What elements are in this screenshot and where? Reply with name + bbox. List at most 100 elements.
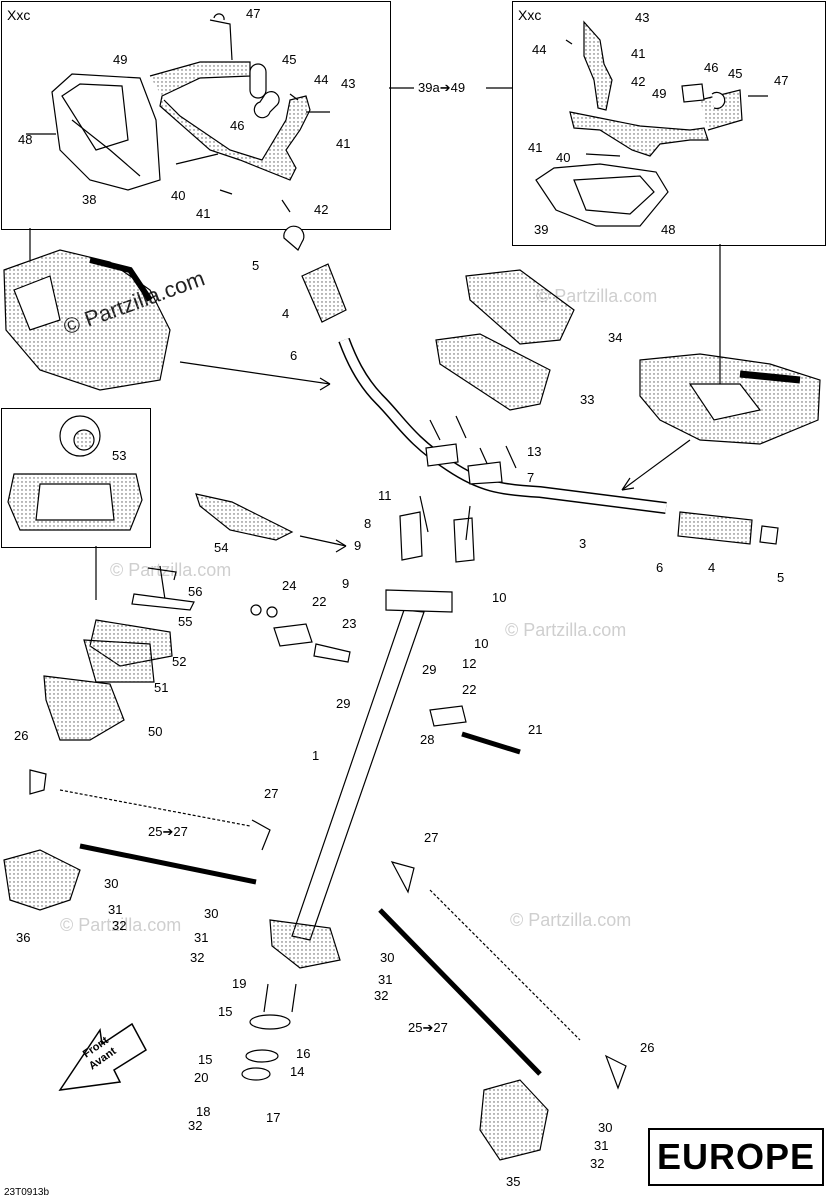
callout: 42 (314, 202, 329, 217)
callout: 32 (374, 988, 389, 1003)
callout: 6 (290, 348, 298, 363)
callout: 45 (282, 52, 297, 67)
callout: 7 (527, 470, 535, 485)
callout: 6 (656, 560, 664, 575)
callout: 32 (190, 950, 205, 965)
left-handguard-assembly (26, 13, 330, 213)
callout: 30 (204, 906, 219, 921)
handguard-perspective-right (639, 353, 821, 445)
callout: 32 (188, 1118, 203, 1133)
callout: 31 (594, 1138, 609, 1153)
callout: 48 (661, 222, 676, 237)
inset-right-title: Xxc (518, 7, 542, 23)
callout: 36 (16, 930, 31, 945)
callout: 51 (154, 680, 169, 695)
callout: 14 (290, 1064, 305, 1079)
callout: 30 (598, 1120, 613, 1135)
callout: 4 (282, 306, 290, 321)
diagram-code: 23T0913b (4, 1187, 50, 1198)
callout: 11 (378, 488, 392, 503)
callout: 30 (104, 876, 119, 891)
callout: 41 (631, 46, 646, 61)
callout: 3 (579, 536, 587, 551)
callout: 43 (341, 76, 356, 91)
callout: 52 (172, 654, 187, 669)
callout: 41 (196, 206, 211, 221)
callout: 45 (728, 66, 743, 81)
callout: 1 (312, 748, 320, 763)
callout: 10 (492, 590, 507, 605)
callout: 38 (82, 192, 97, 207)
callout: 15 (198, 1052, 213, 1067)
callout: 42 (631, 74, 646, 89)
callout: 21 (528, 722, 543, 737)
callout: 31 (378, 972, 393, 987)
callout: 40 (171, 188, 186, 203)
callout: 27 (264, 786, 279, 801)
callout: 16 (296, 1046, 311, 1061)
kit-label: 39a➔49 (418, 80, 466, 95)
callout: 25➔27 (148, 824, 188, 839)
callout: 50 (148, 724, 163, 739)
callout: 17 (266, 1110, 281, 1125)
callout: 44 (532, 42, 547, 57)
callout: 33 (580, 392, 595, 407)
callout: 31 (108, 902, 123, 917)
callout: 46 (230, 118, 245, 133)
watermark: © Partzilla.com (110, 560, 232, 580)
callout: 18 (196, 1104, 211, 1119)
callout: 35 (506, 1174, 521, 1189)
callout: 34 (608, 330, 623, 345)
callout: 26 (640, 1040, 655, 1055)
callout: 24 (282, 578, 297, 593)
callout: 4 (708, 560, 716, 575)
inset-left-title: Xxc (7, 7, 31, 23)
callout: 39 (534, 222, 549, 237)
watermark: © Partzilla.com (536, 286, 658, 306)
inset-right-box (512, 1, 826, 246)
callout: 23 (342, 616, 357, 631)
callout: 8 (364, 516, 372, 531)
callout: 55 (178, 614, 193, 629)
front-arrow (58, 1022, 147, 1091)
callout: 26 (14, 728, 29, 743)
callout: 12 (462, 656, 477, 671)
callout: 48 (18, 132, 33, 147)
right-handguard-assembly (535, 20, 768, 227)
callout: 49 (113, 52, 128, 67)
watermark: © Partzilla.com (60, 915, 182, 935)
callout: 31 (194, 930, 209, 945)
callout: 47 (246, 6, 261, 21)
callout: 41 (336, 136, 351, 151)
callout: 29 (336, 696, 351, 711)
callout: 46 (704, 60, 719, 75)
callout: 15 (218, 1004, 233, 1019)
callout: 56 (188, 584, 203, 599)
callout: 25➔27 (408, 1020, 448, 1035)
callout: 30 (380, 950, 395, 965)
callout: 19 (232, 976, 247, 991)
callout: 44 (314, 72, 329, 87)
callout: 22 (462, 682, 477, 697)
callout: 9 (354, 538, 362, 553)
callout: 13 (527, 444, 542, 459)
callout: 41 (528, 140, 543, 155)
callout: 49 (652, 86, 667, 101)
callout: 32 (112, 918, 127, 933)
watermark: © Partzilla.com (510, 910, 632, 930)
callout: 28 (420, 732, 435, 747)
callout: 27 (424, 830, 439, 845)
callout: 32 (590, 1156, 605, 1171)
callout: 22 (312, 594, 327, 609)
callout: 43 (635, 10, 650, 25)
callout: 9 (342, 576, 350, 591)
region-badge: EUROPE (648, 1128, 824, 1186)
callout: 5 (777, 570, 785, 585)
callout: 29 (422, 662, 437, 677)
callout: 53 (112, 448, 127, 463)
callout: 40 (556, 150, 571, 165)
callout: 20 (194, 1070, 209, 1085)
handguard-perspective-left (3, 249, 171, 391)
callout: 10 (474, 636, 489, 651)
